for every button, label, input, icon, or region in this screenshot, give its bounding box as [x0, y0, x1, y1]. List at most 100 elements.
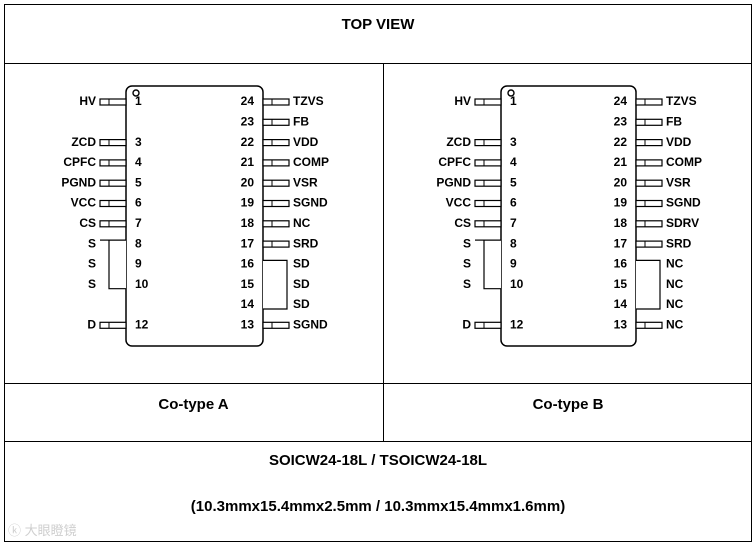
- pin-name: VDD: [293, 135, 319, 149]
- pin-number: 13: [614, 317, 628, 331]
- pin-lead: [262, 139, 290, 147]
- pin-name: VSR: [293, 175, 318, 189]
- merged-s-pad: [108, 239, 126, 290]
- pin-lead: [262, 220, 290, 228]
- pin-lead: [635, 240, 663, 248]
- pin-number: 17: [614, 236, 628, 250]
- divider-bottom: [4, 441, 752, 442]
- pin-name: SD: [293, 257, 310, 271]
- pin-number: 10: [135, 277, 149, 291]
- cotype-b-label: Co-type B: [532, 396, 604, 413]
- pin-number: 18: [614, 216, 628, 230]
- package-name: SOICW24-18L / TSOICW24-18L: [268, 452, 488, 469]
- pin-name: VDD: [666, 135, 692, 149]
- pin-name: SGND: [293, 317, 328, 331]
- pin-number: 19: [614, 196, 628, 210]
- pin-lead: [99, 159, 127, 167]
- pin-lead: [262, 159, 290, 167]
- pin-number: 1: [135, 94, 142, 108]
- pin-number: 12: [135, 317, 149, 331]
- pin-number: 20: [241, 175, 255, 189]
- pin-name: S: [88, 277, 96, 291]
- pin-name: CPFC: [438, 155, 471, 169]
- merged-right-pad: [636, 259, 661, 310]
- pin-name: S: [88, 236, 96, 250]
- pin-lead: [99, 98, 127, 106]
- pin-number: 24: [241, 94, 255, 108]
- pin-name: ZCD: [71, 135, 96, 149]
- pin-name: SRD: [666, 236, 692, 250]
- pin-name: S: [463, 236, 471, 250]
- pin-lead: [99, 220, 127, 228]
- pin-name: CS: [79, 216, 96, 230]
- pin-name: NC: [666, 297, 684, 311]
- pin-number: 23: [241, 114, 255, 128]
- watermark-logo: ⓚ 大眼瞪镜: [8, 523, 77, 538]
- pin-number: 16: [241, 257, 255, 271]
- pin-lead: [99, 179, 127, 187]
- pin-name: COMP: [293, 155, 329, 169]
- pin-name: TZVS: [293, 94, 324, 108]
- pin-number: 8: [135, 236, 142, 250]
- pin-name: HV: [79, 94, 96, 108]
- pin-lead: [635, 199, 663, 208]
- pin-name: PGND: [436, 175, 471, 189]
- pin-number: 12: [510, 317, 524, 331]
- pin-number: 24: [614, 94, 628, 108]
- pin-name: ZCD: [446, 135, 471, 149]
- pin-name: D: [462, 317, 471, 331]
- chip-body: [125, 85, 264, 347]
- pin-number: 7: [510, 216, 517, 230]
- pin-number: 22: [614, 135, 628, 149]
- pin-number: 9: [135, 257, 142, 271]
- pin-name: NC: [666, 277, 684, 291]
- pin-name: VCC: [71, 196, 97, 210]
- pin-name: PGND: [61, 175, 96, 189]
- pin-number: 4: [135, 155, 142, 169]
- chip-body: [500, 85, 637, 347]
- pin-number: 23: [614, 114, 628, 128]
- pin-number: 8: [510, 236, 517, 250]
- pin-name: S: [463, 257, 471, 271]
- pin1-marker: [132, 89, 140, 97]
- pin-name: SGND: [293, 196, 328, 210]
- pin-name: NC: [666, 257, 684, 271]
- pin-number: 15: [241, 277, 255, 291]
- pinout-table: [4, 4, 752, 542]
- pin-name: S: [463, 277, 471, 291]
- pin-number: 10: [510, 277, 524, 291]
- pin-number: 9: [510, 257, 517, 271]
- pin-number: 3: [510, 135, 517, 149]
- pin-name: SD: [293, 297, 310, 311]
- pin-number: 6: [510, 196, 517, 210]
- pin-name: FB: [293, 114, 309, 128]
- pin-number: 16: [614, 257, 628, 271]
- pin-lead: [474, 179, 502, 187]
- pin-lead: [99, 199, 127, 208]
- pin-lead: [474, 139, 502, 147]
- pin-number: 20: [614, 175, 628, 189]
- pin-lead: [262, 98, 290, 106]
- pin-number: 19: [241, 196, 255, 210]
- package-dimensions: (10.3mmx15.4mmx2.5mm / 10.3mmx15.4mmx1.6…: [190, 498, 566, 515]
- pin-name: TZVS: [666, 94, 697, 108]
- watermark-text: 大眼瞪镜: [24, 523, 77, 538]
- pin-name: COMP: [666, 155, 702, 169]
- pin-lead: [262, 199, 290, 208]
- pin-number: 21: [614, 155, 628, 169]
- divider-vertical: [383, 63, 384, 441]
- pin-lead: [635, 159, 663, 167]
- cotype-a-label: Co-type A: [158, 396, 229, 413]
- pin-lead: [262, 118, 290, 126]
- pin-lead: [262, 240, 290, 248]
- pin1-marker: [507, 89, 515, 97]
- pin-name: D: [87, 317, 96, 331]
- pin-lead: [474, 98, 502, 106]
- pin-lead: [635, 98, 663, 106]
- pin-number: 14: [241, 297, 255, 311]
- pin-name: VCC: [446, 196, 472, 210]
- pin-name: SGND: [666, 196, 701, 210]
- pin-name: S: [88, 257, 96, 271]
